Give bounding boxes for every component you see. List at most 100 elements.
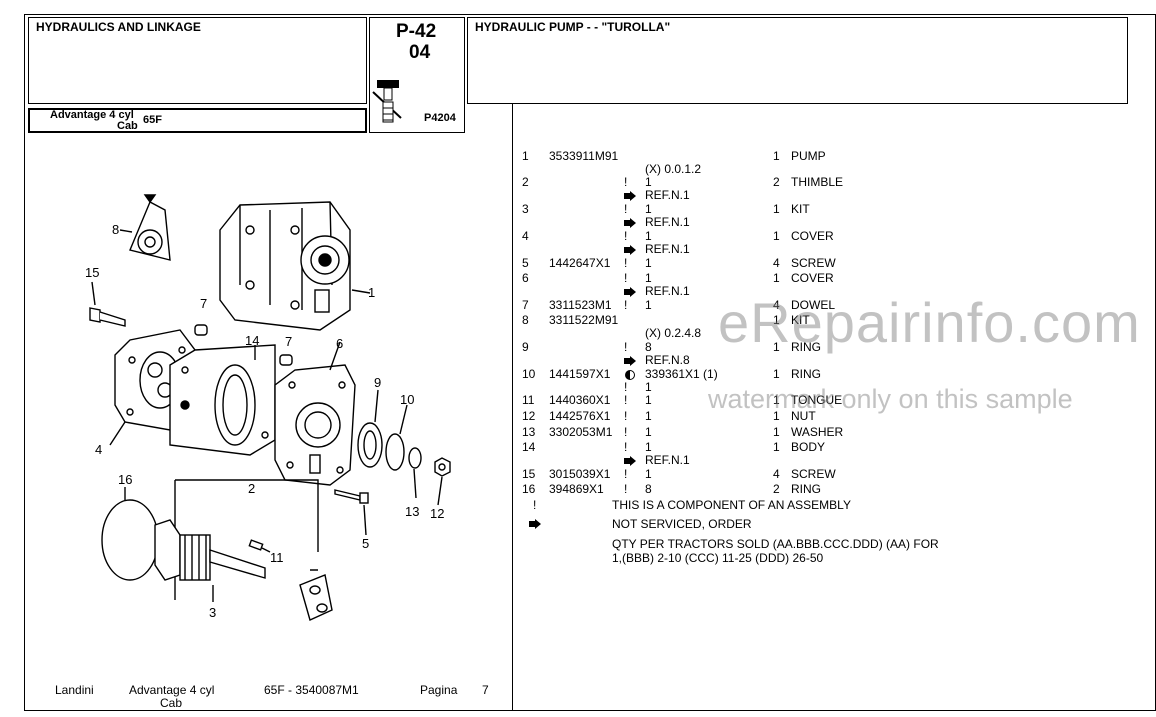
model-box [28, 108, 367, 133]
part-description: THIMBLE [791, 175, 844, 189]
part-mark: ! [624, 482, 628, 496]
part-note: 1 [645, 409, 652, 423]
cover-6-drawing [274, 341, 356, 486]
half-circle-icon [624, 367, 636, 381]
part-ref-number: 4 [522, 229, 529, 243]
qty-note-line1: QTY PER TRACTORS SOLD (AA.BBB.CCC.DDD) (… [612, 537, 939, 551]
part-note: 1 [645, 229, 652, 243]
footer-page-label: Pagina [420, 683, 458, 697]
column-divider [512, 104, 513, 711]
callout-5: 5 [362, 536, 370, 551]
part-note: REF.N.8 [645, 353, 690, 367]
part-ref-number: 11 [522, 393, 535, 407]
exploded-pump-diagram [89, 194, 451, 621]
part-number: 1442576X1 [549, 409, 611, 423]
part-mark: ! [624, 340, 628, 354]
part-description: RING [791, 482, 821, 496]
body-14-drawing [169, 344, 276, 456]
part-qty: 1 [773, 271, 780, 285]
callout-11: 11 [270, 550, 284, 565]
part-qty: 1 [773, 393, 780, 407]
part-note: REF.N.1 [645, 215, 690, 229]
part-number: 394869X1 [549, 482, 604, 496]
callout-1: 1 [368, 285, 376, 300]
section-title-box [28, 17, 367, 104]
part-ref-number: 5 [522, 256, 529, 270]
footer-model-line2: Cab [160, 696, 183, 710]
part-number: 3533911M91 [549, 149, 619, 163]
part-mark: ! [624, 380, 628, 394]
part-description: BODY [791, 440, 826, 454]
part-note: 1 [645, 298, 652, 312]
part-description: SCREW [791, 467, 836, 481]
part-ref-number: 14 [522, 440, 536, 454]
part-qty: 2 [773, 482, 780, 496]
figure-code: P4204 [424, 112, 456, 124]
part-description: KIT [791, 313, 810, 327]
callout-14: 14 [245, 333, 260, 348]
part-qty: 4 [773, 298, 780, 312]
part-mark: ! [624, 467, 628, 481]
part-ref-number: 16 [522, 482, 536, 496]
part-qty: 1 [773, 340, 780, 354]
part-ref-number: 8 [522, 313, 529, 327]
part-description: KIT [791, 202, 810, 216]
part-note: 1 [645, 440, 652, 454]
part-ref-number: 12 [522, 409, 536, 423]
qty-note-line2: 1,(BBB) 2-10 (CCC) 11-25 (DDD) 26-50 [612, 551, 824, 565]
not-serviced-arrow-icon [624, 284, 636, 298]
part-number: 1442647X1 [549, 256, 611, 270]
part-description: WASHER [791, 425, 844, 439]
part-ref-number: 3 [522, 202, 529, 216]
part-ref-number: 2 [522, 175, 529, 189]
not-serviced-arrow-icon [624, 188, 636, 202]
part-note: 1 [645, 380, 652, 394]
part-number: 3311523M1 [549, 298, 612, 312]
watermark-main: eRepairinfo.com [718, 291, 1141, 354]
part-qty: 2 [773, 175, 780, 189]
not-serviced-arrow-icon [624, 353, 636, 367]
part-mark: ! [624, 229, 628, 243]
legend-assembly-mark: ! [533, 498, 537, 512]
part-note: 8 [645, 482, 652, 496]
part-mark: ! [624, 409, 628, 423]
callout-16: 16 [118, 472, 133, 487]
watermark-sub: watermark only on this sample [708, 384, 1073, 414]
part-number: 1441597X1 [549, 367, 611, 381]
callout-7b: 7 [285, 334, 293, 349]
part-note: (X) 0.0.1.2 [645, 162, 702, 176]
part-ref-number: 1 [522, 149, 529, 163]
part-note: 1 [645, 467, 652, 481]
part-mark: ! [624, 440, 628, 454]
part-mark: ! [624, 425, 628, 439]
legend-assembly-text: THIS IS A COMPONENT OF AN ASSEMBLY [612, 498, 851, 512]
pump-assembly-drawing [219, 201, 371, 331]
part-ref-number: 6 [522, 271, 529, 285]
part-number: 1440360X1 [549, 393, 611, 407]
part-title-box [467, 17, 1128, 104]
part-description: DOWEL [791, 298, 836, 312]
part-qty: 4 [773, 256, 780, 270]
part-mark: ! [624, 202, 628, 216]
callout-15: 15 [85, 265, 100, 280]
hydraulic-symbol-icon [372, 80, 402, 123]
footer-page-number: 7 [482, 683, 489, 697]
footer-code: 65F - 3540087M1 [264, 683, 359, 697]
part-note: 1 [645, 175, 652, 189]
not-serviced-arrow-icon [624, 453, 636, 467]
callout-6: 6 [336, 336, 344, 351]
callout-3: 3 [209, 605, 217, 620]
part-description: TONGUE [791, 393, 843, 407]
part-ref-number: 15 [522, 467, 536, 481]
part-qty: 1 [773, 440, 780, 454]
page-code: P-42 [396, 21, 437, 42]
part-qty: 1 [773, 229, 780, 243]
part-description: PUMP [791, 149, 826, 163]
part-note: 339361X1 (1) [645, 367, 718, 381]
not-serviced-arrow-icon [624, 215, 636, 229]
part-ref-number: 10 [522, 367, 536, 381]
model-line1: Advantage 4 cyl [50, 109, 134, 121]
part-description: COVER [791, 271, 834, 285]
part-number: 3015039X1 [549, 467, 611, 481]
callout-12: 12 [430, 506, 445, 521]
